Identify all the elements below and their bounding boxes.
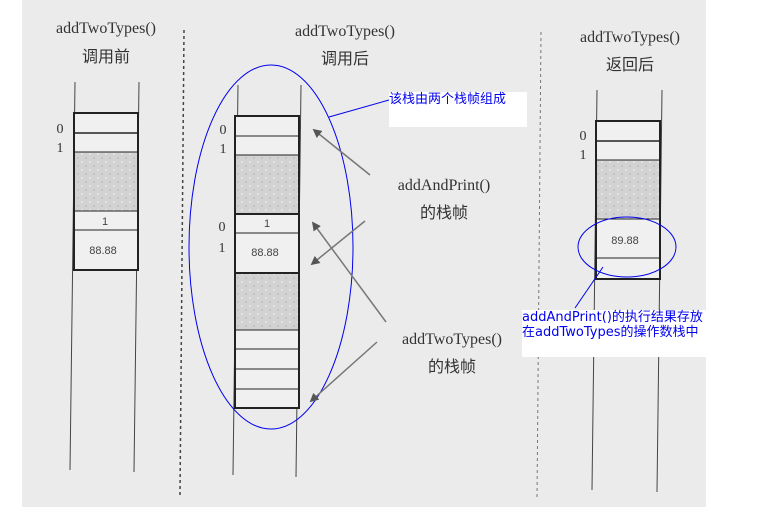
arrow [309,341,378,403]
frame-label: 的栈帧 [420,204,468,222]
arrow [310,220,366,266]
arrow [311,221,387,323]
panel-subtitle: 调用后 [321,50,369,68]
local-index: 1 [220,142,227,157]
result-highlight [577,216,677,278]
divider-right [536,31,542,501]
local-index: 0 [580,129,587,144]
divider-left [179,29,185,496]
two-frames-highlight [188,64,354,430]
frame-label: addTwoTypes() [402,331,502,348]
local-index: 1 [57,141,64,156]
local-index: 1 [219,241,226,256]
local-index: 0 [220,123,227,138]
panel-before-call: addTwoTypes() 调用前 0 1 1 88.88 [56,20,156,473]
panel-title: addTwoTypes() [56,20,156,37]
stack-cell: 1 [264,218,270,230]
panel-title: addTwoTypes() [580,29,680,46]
stack-cell: 88.88 [89,245,117,257]
result-note-line: addAndPrint()的执行结果存放 [522,310,703,325]
two-frames-note: 该栈由两个栈帧组成 [389,92,527,127]
panel-title: addTwoTypes() [295,23,395,40]
panel-after-call: addTwoTypes() 调用后 0 1 0 1 1 88.88 addAnd… [188,23,502,478]
local-index: 1 [580,148,587,163]
local-index: 0 [57,122,64,137]
stack-cell: 89.88 [611,235,639,247]
panel-subtitle: 调用前 [82,48,130,66]
panel-subtitle: 返回后 [606,56,654,74]
stack-cell: 88.88 [251,247,279,259]
result-note-line: 在addTwoTypes的操作数栈中 [522,325,699,340]
frame-label: addAndPrint() [398,177,490,194]
panel-after-return: addTwoTypes() 返回后 0 1 89.88 [574,29,680,493]
result-note: addAndPrint()的执行结果存放 在addTwoTypes的操作数栈中 [522,310,724,357]
local-index: 0 [219,220,226,235]
stack-cell: 1 [102,216,108,228]
arrow [312,128,371,176]
frame-label: 的栈帧 [428,358,476,376]
